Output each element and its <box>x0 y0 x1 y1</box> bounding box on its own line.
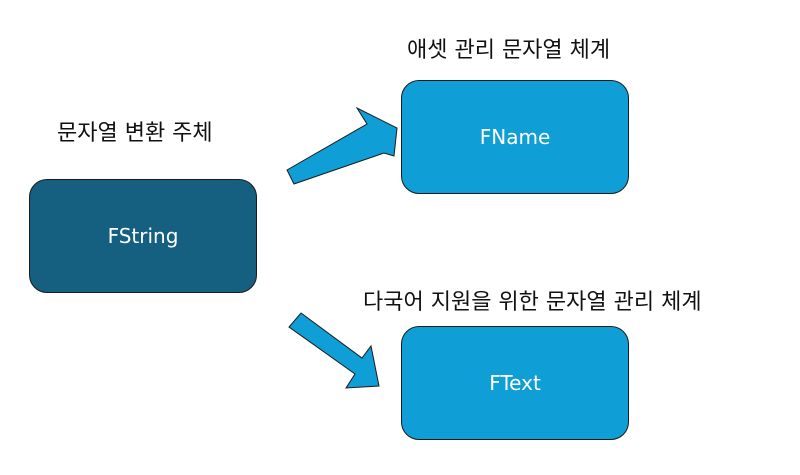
ftext-label: FText <box>489 371 541 395</box>
fstring-caption: 문자열 변환 주체 <box>57 121 213 146</box>
fname-label: FName <box>479 125 551 149</box>
fstring-label: FString <box>107 224 179 248</box>
ftext-box: FText <box>401 326 629 440</box>
fname-box: FName <box>401 80 629 194</box>
arrow-to-fname <box>286 106 398 185</box>
ftext-caption: 다국어 지원을 위한 문자열 관리 체계 <box>363 290 702 315</box>
arrow-to-ftext <box>288 312 380 389</box>
fname-caption: 애셋 관리 문자열 체계 <box>407 38 611 63</box>
fstring-box: FString <box>29 179 257 293</box>
